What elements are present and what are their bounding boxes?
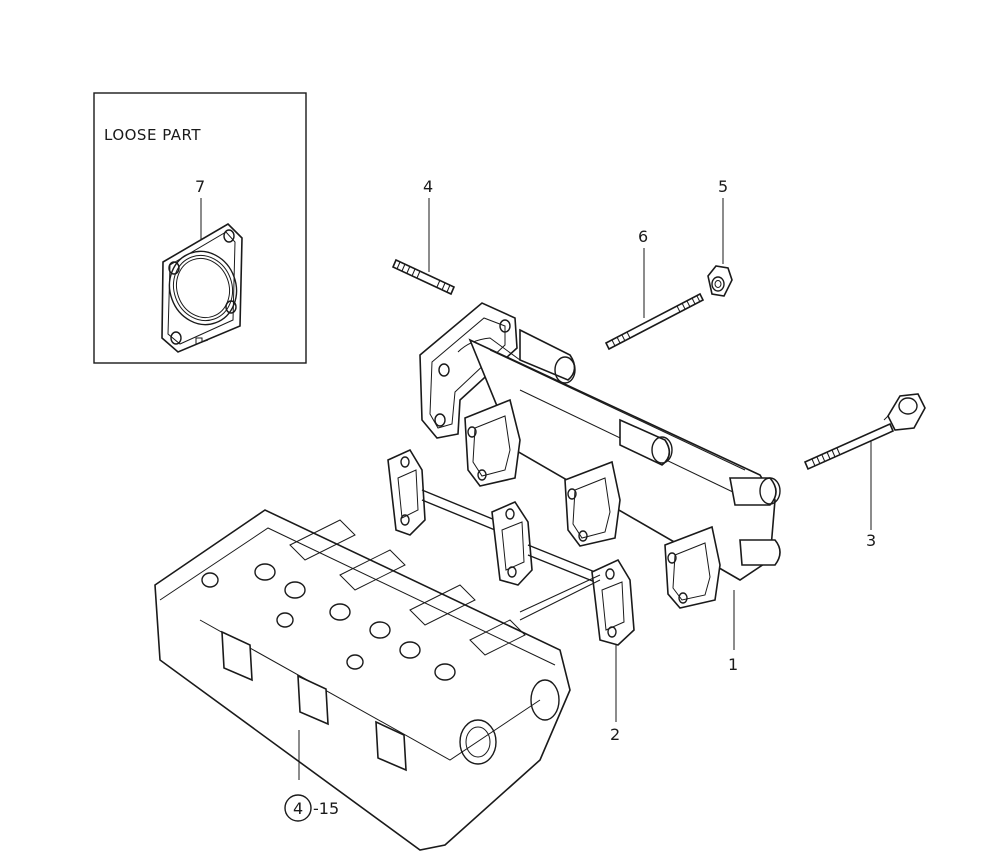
nut-5-drawing: 5	[707, 177, 733, 297]
reference-circled-number: 4	[293, 799, 303, 818]
callout-7: 7	[195, 177, 205, 196]
bolt-3-drawing: 3	[803, 393, 926, 550]
reference-callout: 4 -15	[284, 794, 339, 822]
callout-6: 6	[638, 227, 648, 246]
callout-5: 5	[718, 177, 728, 196]
stud-6-drawing: 6	[604, 227, 705, 351]
callout-3: 3	[866, 531, 876, 550]
callout-1: 1	[728, 655, 738, 674]
reference-suffix: -15	[313, 799, 339, 818]
loose-part-box: LOOSE PART 7	[93, 92, 307, 364]
stud-4-drawing: 4	[391, 177, 456, 296]
gasket-7-drawing	[161, 222, 243, 353]
gasket-2-drawing: 2	[387, 448, 635, 744]
loose-part-title: LOOSE PART	[104, 126, 201, 144]
exhaust-manifold-1-drawing: 1	[419, 302, 781, 674]
cylinder-head-drawing	[154, 509, 601, 851]
callout-4: 4	[423, 177, 433, 196]
callout-2: 2	[610, 725, 620, 744]
